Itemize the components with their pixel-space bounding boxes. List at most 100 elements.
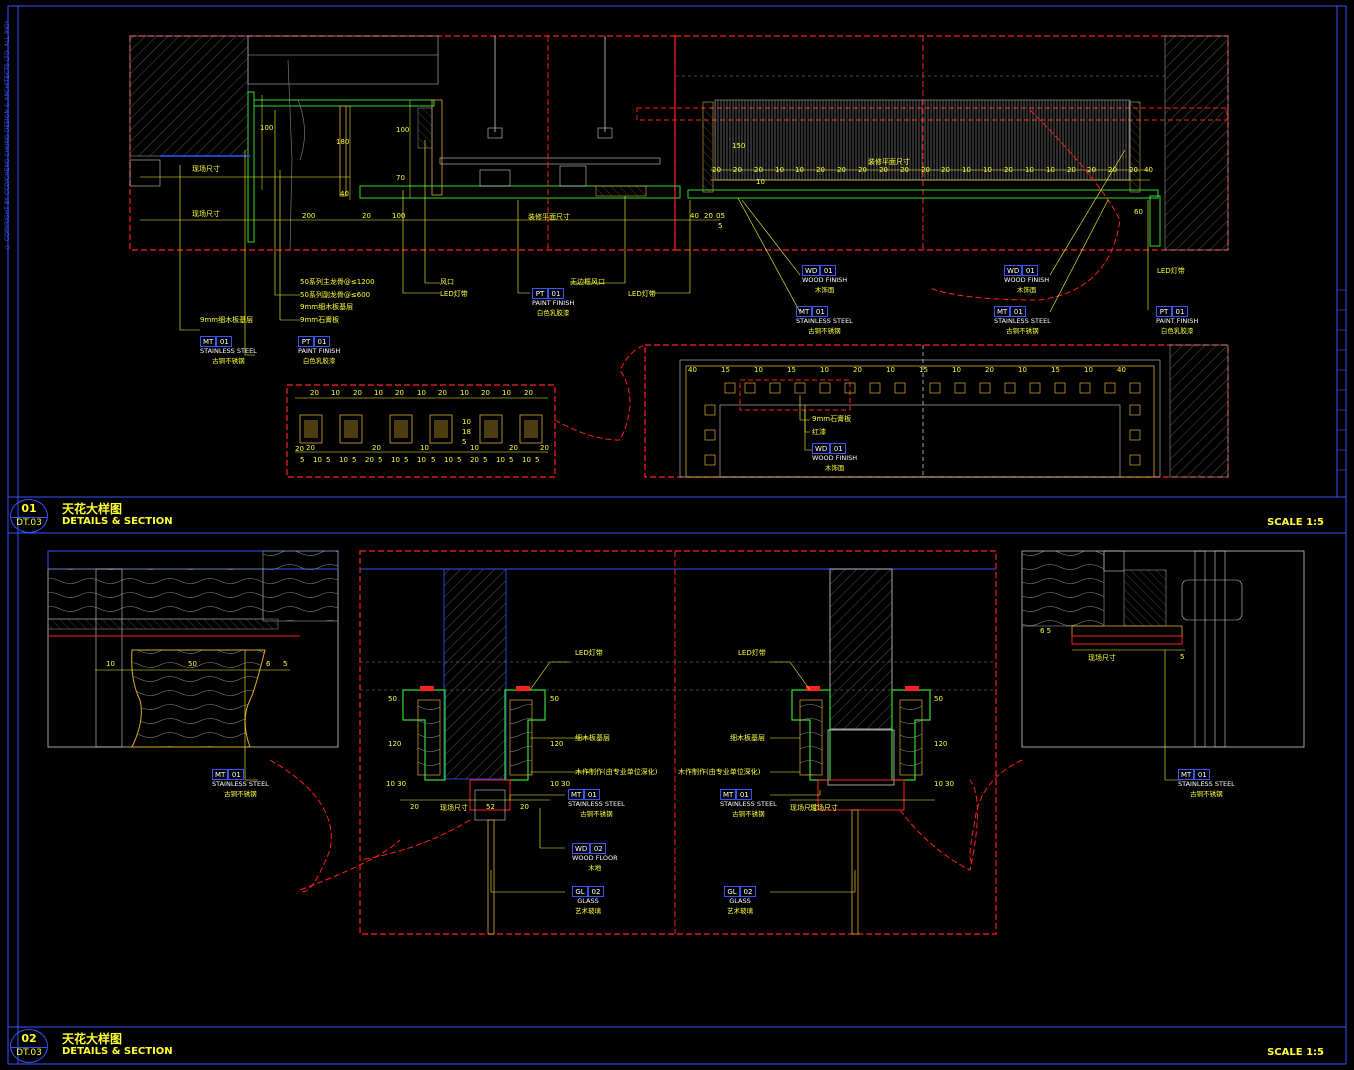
- dimension-text: 50: [550, 695, 559, 703]
- dimension-text: 50: [388, 695, 397, 703]
- section-number: 02: [21, 1032, 37, 1045]
- dimension-text: 20: [365, 456, 374, 464]
- note-text: LED灯带: [738, 649, 766, 657]
- copyright-text: © COPYRIGHT BY CCD/CHENG CHUNG DESIGN & …: [4, 20, 11, 250]
- section-number: 01: [21, 502, 37, 515]
- dimension-text: 70: [396, 174, 405, 182]
- section-02-titleblock: 02 DT.03 天花大样图 DETAILS & SECTION SCALE 1…: [8, 1027, 1346, 1063]
- dimension-text: 10: [374, 389, 383, 397]
- dimension-text: 20: [1108, 166, 1117, 174]
- dimension-text: 10 30: [934, 780, 955, 788]
- dimension-text: 10: [886, 366, 895, 374]
- dimension-text: 40: [688, 366, 697, 374]
- dimension-text: 20: [879, 166, 888, 174]
- dimension-text: 52: [486, 803, 495, 811]
- note-text: 风口: [440, 278, 454, 286]
- dimension-text: 20: [481, 389, 490, 397]
- dimension-text: 40: [340, 190, 349, 198]
- dimension-text: 10: [313, 456, 322, 464]
- dimension-text: 10: [1018, 366, 1027, 374]
- dimension-text: 10: [775, 166, 784, 174]
- dimension-text: 20: [540, 444, 549, 452]
- dimension-text: 40: [690, 212, 699, 220]
- dimension-text: 20: [372, 444, 381, 452]
- section-title-en: DETAILS & SECTION: [62, 516, 173, 527]
- dimension-text: 现场尺寸: [440, 804, 468, 812]
- section-01-titleblock: 01 DT.03 天花大样图 DETAILS & SECTION SCALE 1…: [8, 497, 1346, 533]
- dimension-text: 5: [283, 660, 288, 668]
- dimension-text: 5: [431, 456, 436, 464]
- dimension-text: 40: [1144, 166, 1153, 174]
- dimension-text: 20: [816, 166, 825, 174]
- section-scale: SCALE 1:5: [1267, 517, 1324, 528]
- dimension-text: 10: [1025, 166, 1034, 174]
- dimension-text: 20: [306, 444, 315, 452]
- section-scale: SCALE 1:5: [1267, 1047, 1324, 1058]
- sheet-frame: [7, 5, 1347, 1065]
- dimension-text: 10: [444, 456, 453, 464]
- detail-01-ceiling-plan: [644, 344, 1229, 478]
- dimension-text: 20: [310, 389, 319, 397]
- dimension-text: 20: [295, 445, 304, 453]
- note-text: 9mm石膏板: [300, 316, 340, 324]
- dimension-text: 15: [721, 366, 730, 374]
- section-01-badge: 01 DT.03: [10, 499, 48, 533]
- dimension-text: 50: [934, 695, 943, 703]
- note-text: 50系列副龙骨@≤600: [300, 291, 371, 299]
- dimension-text: 20: [754, 166, 763, 174]
- dimension-text: 40: [1117, 366, 1126, 374]
- note-text: LED灯带: [1157, 267, 1185, 275]
- dimension-text: 05: [716, 212, 725, 220]
- dimension-text: 150: [732, 142, 746, 150]
- dimension-text: 20: [438, 389, 447, 397]
- dimension-text: 20: [1067, 166, 1076, 174]
- note-text: 红漆: [812, 428, 826, 436]
- dimension-text: 20: [1004, 166, 1013, 174]
- dimension-text: 20: [1087, 166, 1096, 174]
- dimension-text: 10: [391, 456, 400, 464]
- dimension-text: 10: [754, 366, 763, 374]
- dimension-text: 20: [524, 389, 533, 397]
- dimension-text: 装修平面尺寸: [868, 158, 910, 166]
- dimension-text: 现场尺寸: [790, 804, 818, 812]
- dimension-text: 10: [417, 456, 426, 464]
- dimension-text: 现场尺寸: [192, 165, 220, 173]
- dimension-text: 5: [509, 456, 514, 464]
- dimension-text: 10: [522, 456, 531, 464]
- dimension-text: 20: [837, 166, 846, 174]
- dimension-text: 20: [900, 166, 909, 174]
- dimension-text: 10: [1084, 366, 1093, 374]
- dimension-text: 5: [462, 438, 467, 446]
- dimension-text: 5: [300, 456, 305, 464]
- dimension-text: 20: [712, 166, 721, 174]
- dimension-text: 10: [502, 389, 511, 397]
- dimension-text: 10: [795, 166, 804, 174]
- dimension-text: 现场尺寸: [810, 804, 838, 812]
- detail-02-center: [359, 550, 997, 935]
- note-text: 9mm细木板基层: [300, 303, 354, 311]
- dimension-text: 5: [378, 456, 383, 464]
- dimension-text: 20: [520, 803, 529, 811]
- dimension-text: 20: [395, 389, 404, 397]
- note-text: 无边框风口: [570, 278, 605, 286]
- dimension-text: 10: [470, 444, 479, 452]
- dimension-text: 10 30: [386, 780, 407, 788]
- sheet-ref: DT.03: [11, 1047, 47, 1058]
- dimension-text: 10: [983, 166, 992, 174]
- dimension-text: 10: [331, 389, 340, 397]
- dimension-text: 15: [787, 366, 796, 374]
- dimension-text: 120: [388, 740, 402, 748]
- dimension-text: 20: [509, 444, 518, 452]
- dimension-text: 20: [858, 166, 867, 174]
